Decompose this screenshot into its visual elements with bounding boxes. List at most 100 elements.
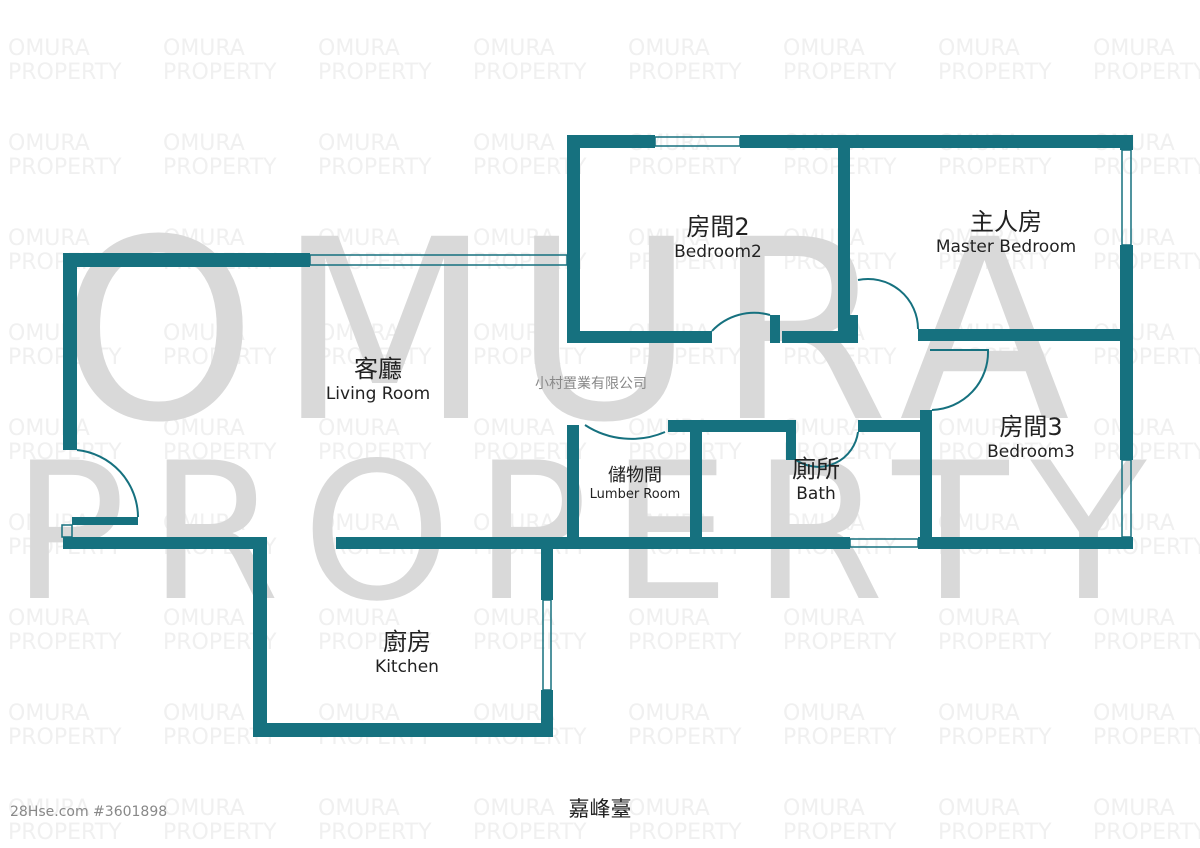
windows [61, 136, 1132, 691]
watermark-tile-text: OMURA [473, 606, 555, 631]
room-label-en: Lumber Room [589, 487, 681, 502]
room-label-en: Bedroom3 [987, 442, 1075, 462]
watermark-tile-text: PROPERTY [8, 155, 122, 180]
room-label-zh: 主人房 [969, 208, 1042, 236]
watermark-tile-text: OMURA [783, 416, 865, 441]
watermark-tile-text: PROPERTY [163, 345, 277, 370]
watermark-tile-text: OMURA [163, 796, 245, 821]
watermark-tile-text: PROPERTY [783, 630, 897, 655]
watermark-tile-text: OMURA [163, 701, 245, 726]
watermark-tile-text: PROPERTY [628, 630, 742, 655]
watermark-tile-text: OMURA [163, 131, 245, 156]
watermark-tile-text: PROPERTY [938, 60, 1052, 85]
watermark-tile-text: OMURA [783, 36, 865, 61]
watermark-tile-text: PROPERTY [318, 345, 432, 370]
watermark-tile-text: OMURA [783, 226, 865, 251]
watermark-tile-text: OMURA [8, 131, 90, 156]
watermark-tile-text: OMURA [473, 511, 555, 536]
watermark-tile-text: PROPERTY [628, 155, 742, 180]
watermark-tile-text: PROPERTY [163, 155, 277, 180]
watermark-tile-text: OMURA [163, 511, 245, 536]
room-label-en: Kitchen [375, 657, 439, 677]
watermark-tile-text: OMURA [473, 416, 555, 441]
room-lumber: 儲物間 Lumber Room [590, 465, 681, 503]
watermark-tile-text: OMURA [318, 796, 400, 821]
watermark-tile-text: PROPERTY [473, 630, 587, 655]
room-label-zh: 廚房 [383, 628, 431, 656]
watermark-tile-text: OMURA [318, 416, 400, 441]
room-label-en: Bath [796, 484, 836, 504]
watermark-tile-text: PROPERTY [318, 630, 432, 655]
room-label-en: Bedroom2 [674, 242, 762, 262]
watermark-tile-text: OMURA [8, 36, 90, 61]
watermark-tile-text: PROPERTY [783, 345, 897, 370]
watermark-tile-text: PROPERTY [1093, 440, 1200, 465]
watermark-tile-text: OMURA [938, 796, 1020, 821]
door-swings [76, 278, 990, 518]
watermark-tile-text: OMURA [473, 796, 555, 821]
watermark-tile-text: OMURA [163, 606, 245, 631]
room-bedroom2: 房間2 Bedroom2 [674, 213, 762, 263]
watermark-tile-text: OMURA [473, 36, 555, 61]
watermark-tile-text: OMURA [1093, 701, 1175, 726]
watermark-tile-text: PROPERTY [318, 440, 432, 465]
watermark-tile-text: OMURA [628, 701, 710, 726]
watermark-tile-text: OMURA [628, 796, 710, 821]
watermark-tile-text: OMURA [318, 701, 400, 726]
watermark-tile-text: PROPERTY [1093, 725, 1200, 750]
building-name: 嘉峰臺 [568, 797, 632, 821]
watermark-tile-text: PROPERTY [163, 60, 277, 85]
watermark-tile-text: OMURA [163, 416, 245, 441]
watermark-tile-text: OMURA [938, 511, 1020, 536]
room-label-zh: 廁所 [792, 455, 840, 483]
watermark-tile-text: PROPERTY [8, 630, 122, 655]
watermark-tile-text: OMURA [473, 131, 555, 156]
watermark-tile-text: OMURA [938, 226, 1020, 251]
listing-reference: 28Hse.com #3601898 [10, 804, 168, 820]
watermark-tile-text: OMURA [628, 226, 710, 251]
watermark-tile-text: OMURA [1093, 606, 1175, 631]
watermark-tile-text: OMURA [318, 606, 400, 631]
watermark-tile-text: PROPERTY [163, 820, 277, 845]
watermark-tile-text: PROPERTY [628, 440, 742, 465]
watermark-tile-text: OMURA [318, 511, 400, 536]
watermark-tile-text: OMURA [783, 606, 865, 631]
watermark-tile-text: OMURA [783, 511, 865, 536]
room-master-bedroom: 主人房 Master Bedroom [936, 208, 1076, 258]
watermark-tile-text: OMURA [628, 36, 710, 61]
watermark-tile-text: OMURA [938, 606, 1020, 631]
watermark-tile-text: OMURA [318, 321, 400, 346]
room-label-zh: 客廳 [353, 355, 402, 383]
watermark-tile-text: PROPERTY [318, 820, 432, 845]
watermark-tile-text: PROPERTY [628, 60, 742, 85]
watermark-tile-text: OMURA [628, 606, 710, 631]
watermark-tile-text: PROPERTY [318, 60, 432, 85]
watermark-tile-text: PROPERTY [1093, 60, 1200, 85]
watermark-tile-text: PROPERTY [628, 345, 742, 370]
watermark-tile-text: OMURA [1093, 511, 1175, 536]
room-bedroom3: 房間3 Bedroom3 [987, 413, 1075, 463]
watermark-tile-text: PROPERTY [318, 155, 432, 180]
watermark-tile-text: PROPERTY [938, 630, 1052, 655]
watermark-tile-text: OMURA [938, 701, 1020, 726]
watermark-tile-text: PROPERTY [8, 820, 122, 845]
watermark-tile-text: PROPERTY [473, 820, 587, 845]
watermark-tile-text: PROPERTY [473, 345, 587, 370]
watermark-tile-text: PROPERTY [783, 725, 897, 750]
watermark-tile-text: PROPERTY [1093, 250, 1200, 275]
watermark-tile-text: PROPERTY [938, 440, 1052, 465]
watermark-tile-text: OMURA [783, 701, 865, 726]
watermark-tile-text: PROPERTY [938, 250, 1052, 275]
room-kitchen: 廚房 Kitchen [375, 628, 439, 678]
watermark-tile-text: PROPERTY [1093, 630, 1200, 655]
company-name: 小村置業有限公司 [535, 376, 647, 392]
watermark-tile-text: PROPERTY [628, 820, 742, 845]
watermark-tile-text: PROPERTY [783, 60, 897, 85]
watermark-tile-text: OMURA [8, 796, 90, 821]
watermark-tile-text: OMURA [1093, 226, 1175, 251]
watermark-tile-text: PROPERTY [938, 820, 1052, 845]
watermark-tile-text: PROPERTY [628, 250, 742, 275]
